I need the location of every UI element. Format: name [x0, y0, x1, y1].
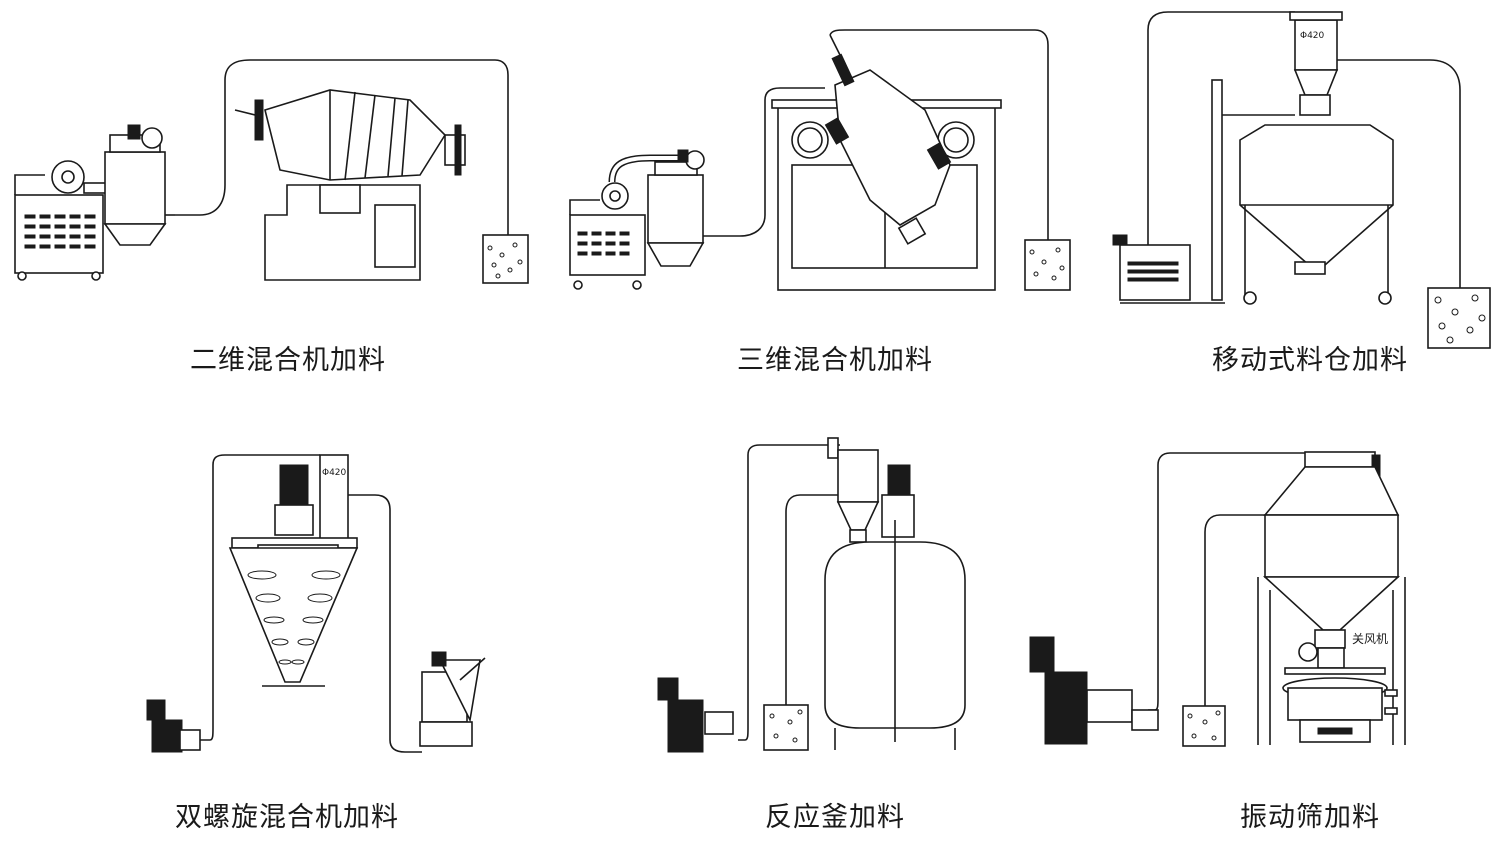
beaker-particles: [487, 242, 523, 279]
cabinet-vents: [24, 214, 96, 249]
caption-3d-mixer: 三维混合机加料: [737, 345, 933, 376]
phi-label-top: Φ420: [1300, 31, 1325, 41]
phi-label-spiral: Φ420: [322, 468, 347, 478]
panel-vibrating-sieve: 关风机: [1029, 451, 1406, 747]
panel-3d-mixer: [569, 29, 1071, 291]
panel-double-spiral-mixer: Φ420: [146, 454, 486, 753]
panel-2d-mixer: [14, 59, 529, 284]
caption-2d-mixer: 二维混合机加料: [190, 345, 386, 376]
spiral-left: [247, 570, 292, 665]
vacuum-cabinet: [14, 194, 104, 274]
panel-reactor: [657, 437, 966, 753]
spiral-right: [291, 570, 341, 665]
panel-mobile-silo: Φ420: [1112, 11, 1491, 349]
caption-vibrating-sieve: 振动筛加料: [1240, 802, 1380, 833]
caption-reactor: 反应釜加料: [765, 802, 905, 833]
rotary-valve-label: 关风机: [1352, 632, 1388, 646]
caption-double-spiral-mixer: 双螺旋混合机加料: [175, 802, 399, 833]
caption-mobile-silo: 移动式料仓加料: [1212, 345, 1408, 376]
